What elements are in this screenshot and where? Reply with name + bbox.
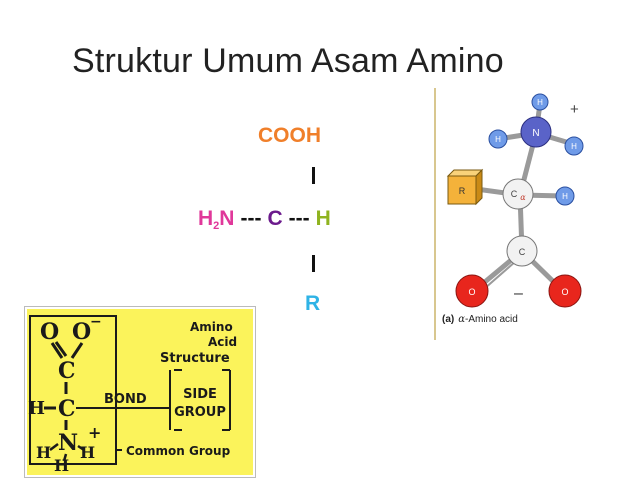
h-top-atom: H xyxy=(531,93,549,111)
amine-n: N xyxy=(219,207,235,230)
c-alpha-subscript: α xyxy=(520,193,526,202)
card-carbon-top: C xyxy=(58,358,76,384)
h-right-label: H xyxy=(571,142,577,151)
nitrogen-atom: N xyxy=(520,116,552,148)
image-divider xyxy=(434,88,436,340)
bond-dash-right: --- xyxy=(288,207,310,230)
caption-text: -Amino acid xyxy=(465,314,518,325)
h-left-label: H xyxy=(495,135,501,144)
carboxyl-group: COOH xyxy=(258,124,321,147)
card-oxygen-1: O xyxy=(40,319,59,345)
amino-acid-formula: COOH H2N---C---H R xyxy=(0,0,430,330)
amine-group: H2N xyxy=(198,207,235,232)
card-plus-charge: + xyxy=(88,423,101,442)
h-alpha-atom: H xyxy=(555,186,575,206)
card-common-group-label: Common Group xyxy=(126,444,231,458)
alpha-carbon-atom: C α xyxy=(502,178,534,210)
carboxyl-carbon-atom: C xyxy=(506,235,538,267)
card-oxygen-minus: − xyxy=(90,314,102,330)
r-group-block: R xyxy=(446,168,484,206)
card-hydrogen-n-right: H xyxy=(80,443,95,462)
bond-line-top xyxy=(312,167,315,184)
diagram-caption: (a) α-Amino acid xyxy=(442,314,518,325)
card-hydrogen-bottom: H xyxy=(54,456,69,475)
amine-subscript: 2 xyxy=(213,220,220,232)
o-left-label: O xyxy=(468,287,475,297)
o-right-label: O xyxy=(561,287,568,297)
bond-dash-left: --- xyxy=(240,207,262,230)
caption-tag: (a) xyxy=(442,314,454,325)
card-acid-label: Acid xyxy=(208,335,237,349)
hydrogen-atom: H xyxy=(315,207,331,230)
h-alpha-label: H xyxy=(562,192,568,201)
card-bond-label: BOND xyxy=(104,392,147,407)
h-left-atom: H xyxy=(488,129,508,149)
oxygen-right-atom: O xyxy=(548,274,582,308)
card-amino-label: Amino xyxy=(190,320,233,334)
card-hydrogen-left: H xyxy=(28,398,45,419)
card-structure-label: Structure xyxy=(160,351,230,366)
c-carboxyl-label: C xyxy=(519,247,526,257)
formula-main-row: H2N---C---H xyxy=(198,207,331,232)
h-right-atom: H xyxy=(564,136,584,156)
card-oxygen-2: O xyxy=(72,319,91,345)
card-group-label: GROUP xyxy=(174,405,226,420)
card-side-label: SIDE xyxy=(183,387,217,402)
amino-acid-structure-card: O O − C H C N H H H + xyxy=(24,306,256,478)
side-chain-r: R xyxy=(305,292,321,315)
amine-h: H xyxy=(198,207,214,230)
alpha-amino-acid-diagram: R H + H H N H C xyxy=(442,93,584,325)
oxygen-left-atom: O xyxy=(455,274,489,308)
bond-line-bottom xyxy=(312,255,315,272)
caption-alpha: α xyxy=(458,314,465,325)
card-nitrogen: N xyxy=(58,430,78,456)
r-label: R xyxy=(459,186,466,196)
minus-charge: – xyxy=(514,285,523,302)
h-top-label: H xyxy=(537,98,543,107)
card-carbon-alpha: C xyxy=(58,396,76,422)
card-hydrogen-n-left: H xyxy=(36,443,51,462)
slide-title: Struktur Umum Asam Amino xyxy=(72,42,504,80)
plus-charge: + xyxy=(570,101,579,118)
c-alpha-label: C xyxy=(511,189,518,199)
n-label: N xyxy=(532,128,539,139)
alpha-carbon: C xyxy=(267,207,283,230)
